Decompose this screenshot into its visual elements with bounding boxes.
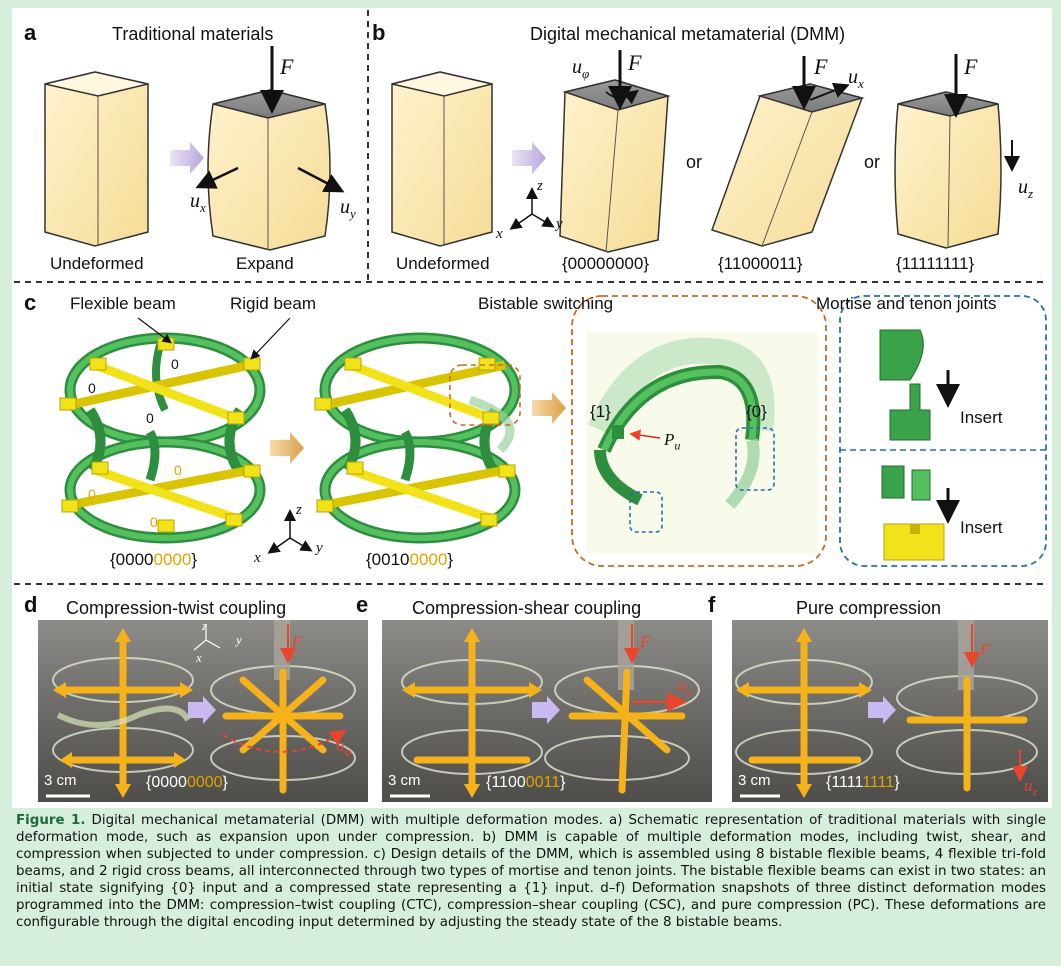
code-f: {11111111}: [826, 774, 900, 792]
purple-arrow-b: [512, 142, 546, 174]
panel-b-label: b: [372, 20, 385, 46]
gold-arrow-c1: [270, 432, 304, 464]
caption-expand-a: Expand: [236, 254, 294, 274]
uz-label-b: uz: [1018, 176, 1033, 202]
caption-text: Digital mechanical metamaterial (DMM) wi…: [16, 813, 1046, 930]
state-zero-1: 0: [171, 356, 179, 372]
code-00000000: {00000000}: [562, 254, 649, 274]
box-shear-b: [712, 56, 862, 246]
code-11111111: {11111111}: [896, 254, 974, 274]
scale-bar-f: 3 cm: [738, 772, 771, 789]
ux-label-b: ux: [848, 66, 864, 92]
panel-c-label: c: [24, 290, 36, 316]
axis-y-c: y: [316, 540, 323, 557]
panel-f-title: Pure compression: [796, 598, 941, 619]
axes-b: [512, 190, 552, 228]
state-zero-2: 0: [88, 380, 96, 396]
panel-f-label: f: [708, 592, 715, 618]
code-switched-c: {00100000}: [366, 550, 453, 570]
dmm-structure-initial: [60, 318, 310, 552]
caption-undeformed-a: Undeformed: [50, 254, 144, 274]
box-undeformed-b: [392, 72, 492, 246]
insert-label-2: Insert: [960, 518, 1003, 538]
code-d: {00000000}: [146, 774, 228, 792]
state-zero-3: 0: [146, 410, 154, 426]
uphi-label-d: uφ: [336, 736, 351, 759]
or-label-1: or: [686, 152, 702, 173]
flexible-beam-label: Flexible beam: [70, 294, 176, 314]
rigid-beam-label: Rigid beam: [230, 294, 316, 314]
box-compress-b: [895, 54, 1012, 248]
box-undeformed-a: [45, 72, 148, 246]
mortise-zoom: [840, 296, 1046, 566]
force-label-a: F: [280, 54, 293, 80]
bistable-zoom: [572, 296, 826, 566]
panel-d-label: d: [24, 592, 37, 618]
axis-y-d: y: [236, 632, 242, 648]
force-label-e: F: [640, 632, 650, 652]
code-initial-c: {00000000}: [110, 550, 197, 570]
state-0-label: {0}: [746, 402, 767, 422]
purple-arrow-a: [170, 142, 204, 174]
axis-z-d: z: [202, 618, 207, 634]
scale-bar-e: 3 cm: [388, 772, 421, 789]
ux-label-a: ux: [190, 190, 206, 216]
state-zero-5: 0: [88, 486, 96, 502]
scale-bar-d: 3 cm: [44, 772, 77, 789]
or-label-2: or: [864, 152, 880, 173]
panel-a-label: a: [24, 20, 36, 46]
box-expand-a: [200, 46, 340, 250]
uy-label-a: uy: [340, 196, 356, 222]
axis-y-b: y: [556, 216, 563, 233]
code-11000011: {11000011}: [718, 254, 802, 274]
panel-e-label: e: [356, 592, 368, 618]
dmm-structure-switched: [315, 338, 520, 538]
caption-label: Figure 1.: [16, 813, 85, 828]
uz-label-f: uz: [1024, 776, 1037, 799]
axis-z-b: z: [537, 178, 543, 195]
mortise-tenon-title: Mortise and tenon joints: [816, 294, 997, 314]
force-label-d: F: [292, 632, 302, 652]
panel-e-title: Compression-shear coupling: [412, 598, 641, 619]
uphi-label-b: uφ: [572, 56, 589, 82]
axis-x-d: x: [196, 650, 202, 666]
bistable-switching-title: Bistable switching: [478, 294, 613, 314]
state-zero-4: 0: [174, 462, 182, 478]
code-e: {11000011}: [486, 774, 566, 792]
panel-b-title: Digital mechanical metamaterial (DMM): [530, 24, 845, 45]
state-1-label: {1}: [590, 402, 611, 422]
panel-d-title: Compression-twist coupling: [66, 598, 286, 619]
insert-label-1: Insert: [960, 408, 1003, 428]
axis-z-c: z: [296, 502, 302, 519]
gold-arrow-c2: [532, 392, 566, 424]
force-label-b1: F: [628, 50, 641, 76]
panel-a-title: Traditional materials: [112, 24, 273, 45]
figure-caption: Figure 1. Digital mechanical metamateria…: [16, 812, 1046, 931]
state-zero-6: 0: [150, 514, 158, 530]
uy-label-e: uy: [678, 676, 692, 699]
pu-label: Pu: [664, 430, 680, 453]
axis-x-c: x: [254, 550, 261, 567]
axis-x-b: x: [496, 226, 503, 243]
caption-undeformed-b: Undeformed: [396, 254, 490, 274]
force-label-b3: F: [964, 54, 977, 80]
force-label-f: F: [980, 640, 990, 660]
force-label-b2: F: [814, 54, 827, 80]
